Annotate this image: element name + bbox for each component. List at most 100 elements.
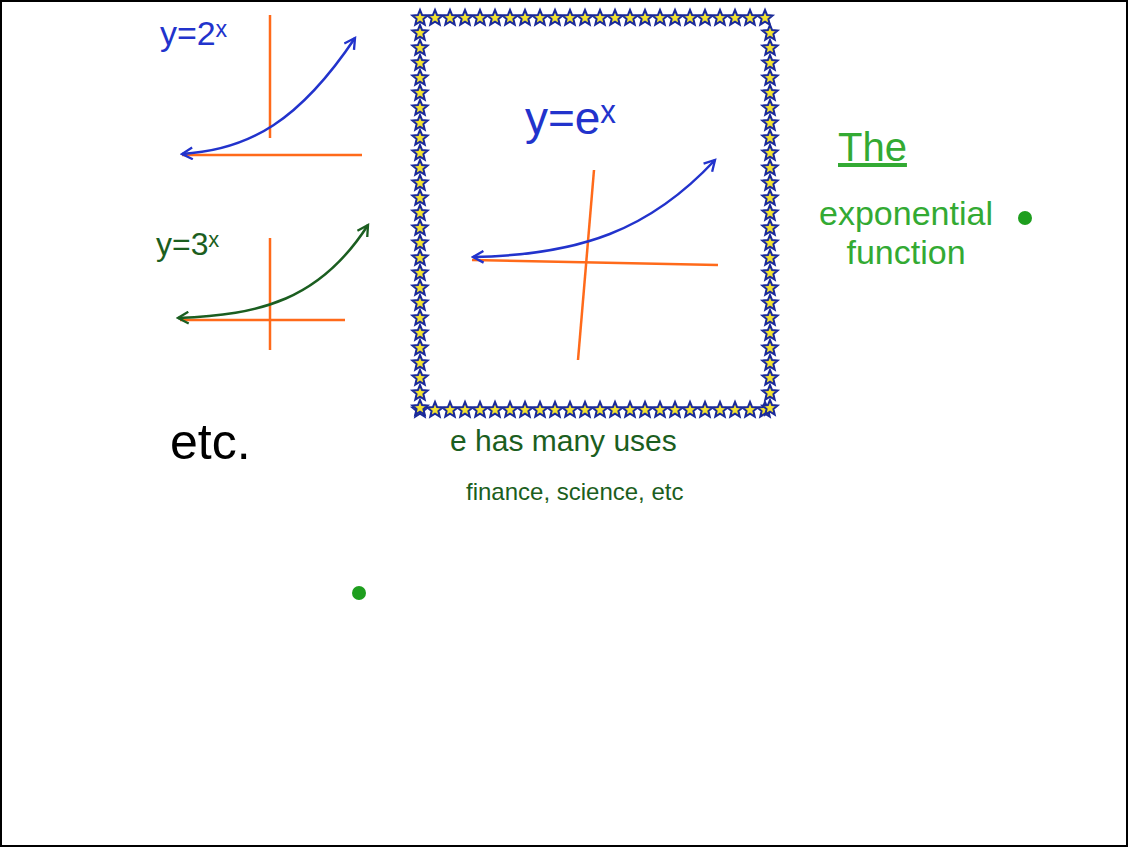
frame-star — [742, 10, 757, 25]
frame-star — [412, 340, 427, 355]
x-axis — [180, 319, 345, 322]
frame-star — [532, 10, 547, 25]
pointer-dot — [352, 586, 366, 600]
x-axis — [472, 260, 718, 265]
frame-star — [762, 70, 777, 85]
frame-star — [742, 402, 757, 417]
frame-star — [412, 220, 427, 235]
frame-star — [697, 10, 712, 25]
frame-star — [667, 10, 682, 25]
frame-star — [697, 402, 712, 417]
frame-star — [547, 402, 562, 417]
frame-star — [757, 10, 772, 25]
frame-star — [502, 402, 517, 417]
star-box: y=eˣ — [412, 10, 778, 418]
frame-star — [412, 385, 427, 400]
frame-star — [547, 10, 562, 25]
exp-curve — [182, 38, 355, 154]
frame-star — [532, 402, 547, 417]
frame-star — [412, 205, 427, 220]
frame-star — [412, 100, 427, 115]
frame-star — [762, 40, 777, 55]
frame-star — [412, 160, 427, 175]
y-axis — [269, 238, 272, 350]
x-axis — [182, 154, 362, 157]
frame-star — [682, 402, 697, 417]
note: e has many uses — [450, 424, 677, 459]
heading: The — [838, 124, 907, 170]
frame-star — [472, 402, 487, 417]
frame-star — [762, 55, 777, 70]
frame-star — [762, 370, 777, 385]
frame-star — [762, 115, 777, 130]
frame-star — [667, 402, 682, 417]
frame-star — [762, 265, 777, 280]
frame-star — [577, 10, 592, 25]
frame-star — [762, 205, 777, 220]
frame-star — [622, 10, 637, 25]
frame-star — [652, 10, 667, 25]
frame-star — [472, 10, 487, 25]
frame-star — [607, 10, 622, 25]
frame-star — [412, 115, 427, 130]
formula: y=2ˣ — [160, 14, 227, 53]
frame-star — [487, 10, 502, 25]
y-axis — [578, 170, 594, 360]
frame-star — [412, 40, 427, 55]
frame-star — [592, 402, 607, 417]
frame-star — [762, 280, 777, 295]
frame-star — [517, 10, 532, 25]
frame-star — [427, 10, 442, 25]
frame-star — [762, 385, 777, 400]
frame-star — [412, 325, 427, 340]
frame-star — [592, 10, 607, 25]
frame-star — [427, 402, 442, 417]
frame-star — [412, 25, 427, 40]
frame-star — [457, 402, 472, 417]
frame-star — [442, 402, 457, 417]
frame-star — [682, 10, 697, 25]
formula: y=3ˣ — [156, 226, 219, 263]
frame-star — [712, 402, 727, 417]
frame-star — [762, 400, 777, 415]
frame-star — [652, 402, 667, 417]
frame-star — [412, 235, 427, 250]
frame-star — [637, 10, 652, 25]
y-axis — [269, 15, 272, 138]
pointer-dot — [1018, 211, 1032, 225]
frame-star — [412, 175, 427, 190]
frame-star — [412, 400, 427, 415]
frame-star — [762, 295, 777, 310]
frame-star — [762, 190, 777, 205]
frame-star — [412, 355, 427, 370]
frame-star — [457, 10, 472, 25]
frame-star — [762, 310, 777, 325]
frame-star — [412, 55, 427, 70]
frame-star — [412, 145, 427, 160]
frame-star — [412, 190, 427, 205]
star-frame — [412, 10, 777, 417]
frame-star — [412, 85, 427, 100]
frame-star — [727, 10, 742, 25]
exp-curve — [473, 160, 715, 257]
frame-star — [637, 402, 652, 417]
frame-star — [727, 402, 742, 417]
frame-star — [562, 10, 577, 25]
frame-star — [412, 310, 427, 325]
frame-star — [762, 340, 777, 355]
frame-star — [762, 355, 777, 370]
frame-star — [762, 145, 777, 160]
frame-star — [762, 175, 777, 190]
frame-star — [762, 160, 777, 175]
frame-star — [412, 10, 427, 25]
frame-star — [762, 250, 777, 265]
frame-star — [412, 370, 427, 385]
frame-star — [762, 85, 777, 100]
frame-star — [577, 402, 592, 417]
frame-star — [762, 235, 777, 250]
frame-star — [517, 402, 532, 417]
frame-star — [762, 25, 777, 40]
frame-star — [487, 402, 502, 417]
frame-star — [412, 250, 427, 265]
